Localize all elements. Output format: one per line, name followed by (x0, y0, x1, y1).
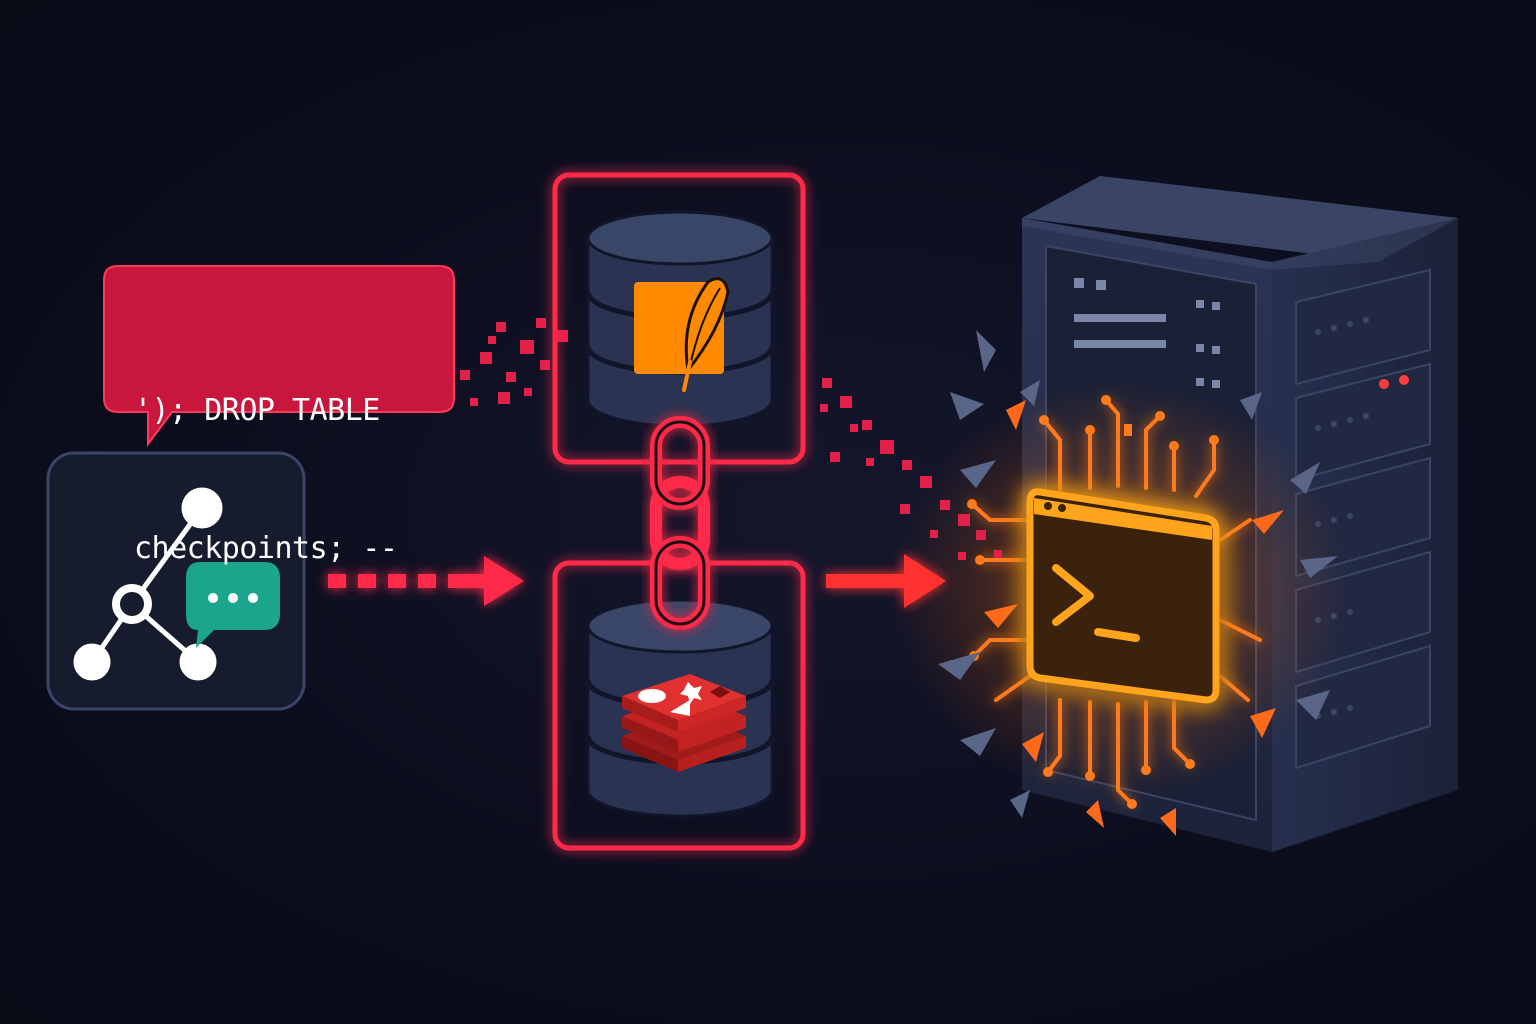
data-particles-right (820, 378, 1002, 560)
redis-database-box (552, 560, 806, 851)
arrow-right (826, 554, 946, 608)
sqlite-database-box (552, 172, 806, 465)
graph-node-icon (73, 487, 223, 681)
agent-tile (46, 451, 306, 711)
chat-bubble-icon (186, 562, 280, 648)
payload-speech-bubble (103, 265, 455, 447)
payload-text: '); DROP TABLE checkpoints; -- (134, 296, 434, 618)
redis-stack-icon (622, 674, 746, 772)
data-particles-left (460, 318, 568, 406)
dashed-arrow-left (328, 556, 524, 606)
chain-link-icon (650, 416, 710, 630)
sqlite-feather-icon (634, 277, 730, 392)
terminal-prompt-icon (1026, 488, 1220, 704)
payload-line-1: '); DROP TABLE (134, 393, 380, 428)
payload-line-2: checkpoints; -- (134, 531, 398, 566)
